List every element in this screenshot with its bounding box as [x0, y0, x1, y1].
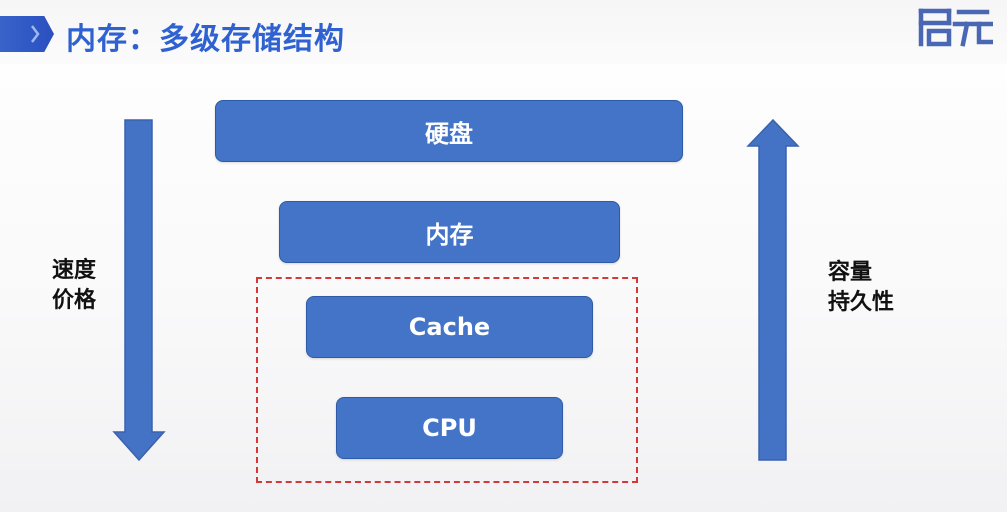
chevron-right-icon	[31, 25, 40, 43]
up-arrow-icon	[746, 118, 800, 461]
level-cpu: CPU	[336, 397, 563, 459]
level-cache: Cache	[306, 296, 593, 358]
left-label: 速度 价格	[52, 256, 96, 316]
logo: 启元	[918, 8, 993, 47]
left-label-line1: 速度	[52, 258, 97, 283]
logo-text: 启元	[953, 26, 955, 29]
left-label-line2: 价格	[52, 288, 97, 313]
right-label: 容量 持久性	[828, 258, 894, 318]
header-bar	[0, 0, 1007, 64]
right-label-line1: 容量	[828, 260, 873, 285]
title-chevron-icon	[0, 16, 54, 52]
level-disk: 硬盘	[215, 100, 683, 162]
cpu-cache-group	[256, 277, 638, 483]
page-title: 内存：多级存储结构	[66, 22, 345, 57]
down-arrow-icon	[112, 119, 166, 462]
right-label-line2: 持久性	[828, 290, 895, 315]
level-memory: 内存	[279, 201, 620, 263]
